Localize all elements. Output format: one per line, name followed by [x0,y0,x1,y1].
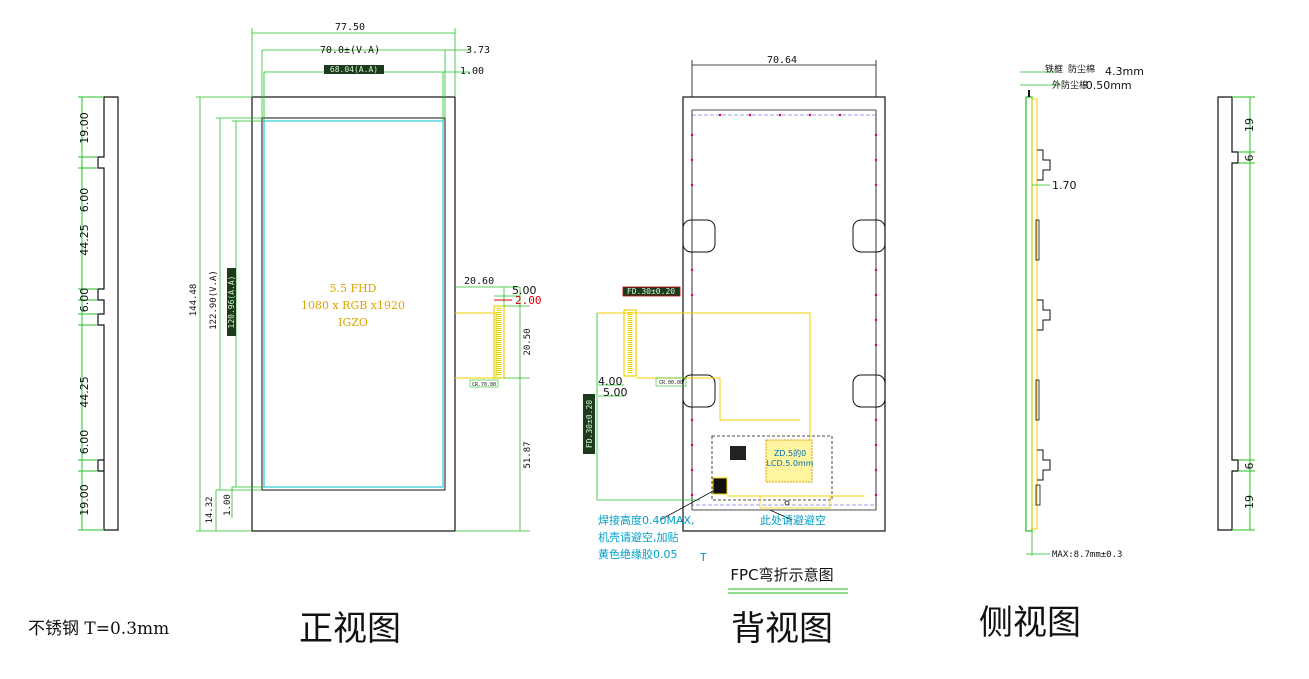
back-weld-note-3: 黄色绝缘胶0.05 [598,547,678,561]
right-bracket: 19 6 6 19 [1217,96,1256,531]
back-weld-note-1: 焊接高度0.40MAX, [598,513,695,527]
side-dust-foam-val: 4.3mm [1105,65,1144,78]
front-fpc-bottom: 51.87 [523,441,533,468]
material-note: 不锈钢 T=0.3mm [28,619,169,639]
front-center-line-2: 1080 x RGB x1920 [301,299,405,312]
side-iron-frame: 铁框 [1045,63,1063,75]
right-dim-19-bottom: 19 [1243,495,1256,509]
front-view-title: 正视图 [299,609,401,649]
back-avoid-note: 此处请避避空 [760,513,826,527]
front-fpc-height: 20.50 [523,328,533,355]
left-dim-44-b: 44.25 [78,376,91,408]
back-ic-line-2: LCD.5.0mm [766,459,813,468]
left-dim-6-c: 6.00 [78,430,91,455]
front-center-line-3: IGZO [338,316,368,329]
front-va-height: 122.90(V.A) [209,270,219,330]
back-weld-note-2: 机壳请避空,加贴 [598,530,679,544]
back-ic-line-1: ZD.5的0 [774,448,806,458]
front-bottom-offset2: 1.00 [223,494,233,516]
front-view: 77.50 70.0±(V.A) 3.73 1.00 68.04(A.A) 14… [189,22,542,532]
side-max-thickness: MAX:8.7mm±0.3 [1052,550,1122,560]
fpc-bend-caption: FPC弯折示意图 [730,566,833,584]
side-dim-170: 1.70 [1052,179,1077,192]
front-outer-frame [251,96,456,532]
right-dim-6-top: 6 [1243,155,1256,162]
back-weld-note-t: T [699,551,707,564]
front-center-line-1: 5.5 FHD [329,282,376,295]
back-fpc-tag: FD.30±0.20 [627,287,675,296]
front-bottom-offset: 14.32 [205,496,215,523]
left-dim-44-a: 44.25 [78,224,91,256]
right-dim-19-top: 19 [1243,118,1256,132]
front-height-total: 144.48 [189,284,199,317]
back-w5: 5.00 [603,386,628,399]
front-fpc-width: 20.60 [464,276,494,287]
front-va-width: 70.0±(V.A) [320,45,380,56]
front-fpc-foot: CR.70.00 [472,382,496,388]
front-aa-height-tag: 120.96(A.A) [227,276,236,329]
side-dust-foam: 防尘棉 [1068,63,1095,75]
back-view: 70.64 FD.30±0.20 CR.00.00 FD.30±0.20 4.0… [583,55,886,564]
left-dim-6-b: 6.00 [78,288,91,313]
back-fpc-bend: FD.30±0.20 CR.00.00 FD.30±0.20 [583,286,811,501]
front-offset-top2: 1.00 [460,66,484,77]
back-outer-frame [682,96,886,532]
right-dim-6-bottom: 6 [1243,463,1256,470]
left-dim-19-top: 19.00 [78,112,91,144]
side-view-title: 侧视图 [979,603,1081,643]
front-offset-top: 3.73 [466,45,490,56]
side-outer-foam-val: :0.50mm [1082,79,1132,92]
front-fpc-w5: 5.00 [512,284,537,297]
side-view: 铁框 防尘棉 4.3mm 外防尘棉 :0.50mm 1.70 MAX:8.7mm… [1020,63,1144,560]
front-aa-width-tag: 68.04(A.A) [330,65,378,74]
left-dim-19-bottom: 19.00 [78,484,91,516]
back-view-title: 背视图 [731,609,833,649]
front-width-total: 77.50 [335,22,365,33]
front-fpc-w2: 2.00 [515,294,542,307]
back-board: ZD.5的0 LCD.5.0mm [711,435,865,509]
back-chip-label: CR.00.00 [659,380,683,386]
left-dim-6-a: 6.00 [78,188,91,213]
back-fpc-tag2: FD.30±0.20 [585,400,594,448]
back-width: 70.64 [767,55,797,66]
back-w4: 4.00 [598,375,623,388]
front-fpc: CR.70.00 [455,305,505,388]
left-bracket: 19.00 6.00 44.25 6.00 44.25 6.00 19.00 [78,96,119,531]
front-active-area [263,120,444,488]
side-outer-foam: 外防尘棉 [1052,79,1088,91]
